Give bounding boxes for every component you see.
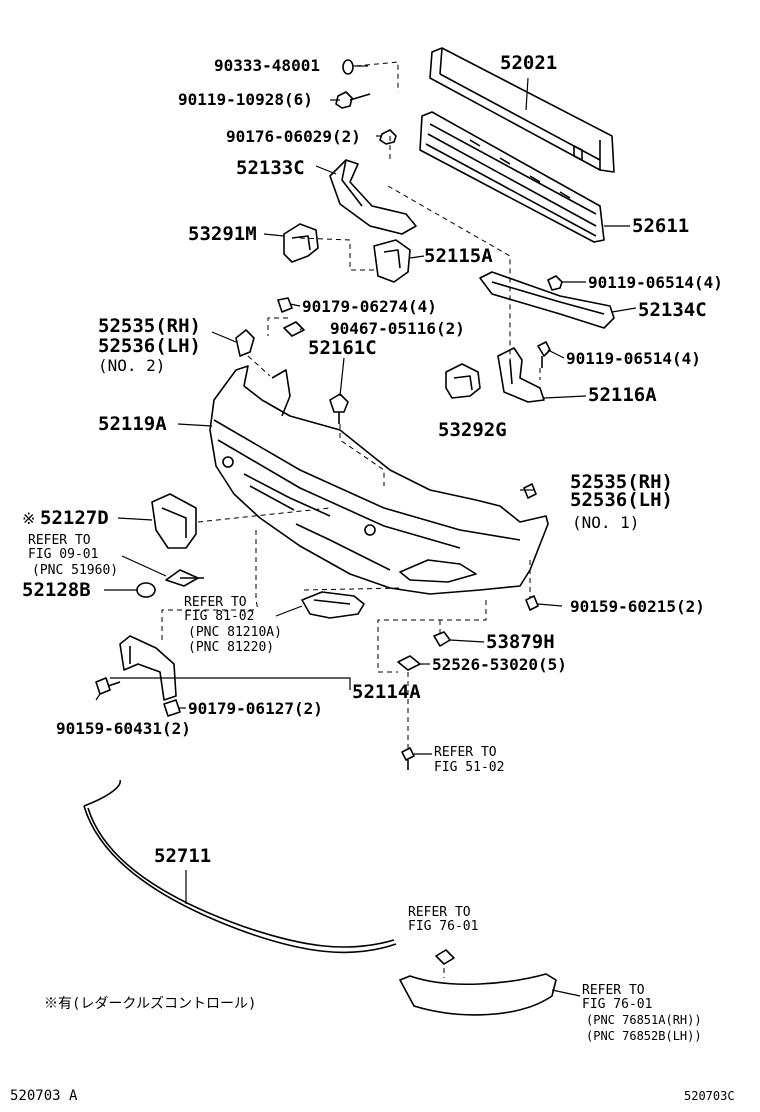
asterisk-mark: ※: [22, 509, 35, 528]
label-53879h: 53879H: [486, 631, 555, 653]
clip-52161c-icon: [329, 393, 349, 424]
label-90176-06029: 90176-06029(2): [226, 127, 361, 146]
footer-right-code: 520703C: [684, 1089, 735, 1103]
part-52711-moulding: [83, 779, 397, 954]
bracket-52535-no2-icon: [235, 329, 255, 357]
label-90467-05116: 90467-05116(2): [330, 319, 465, 338]
ref5-line4: (PNC 76852B(LH)): [586, 1029, 702, 1043]
label-90119-10928: 90119-10928(6): [178, 90, 313, 109]
bolt-90119b-icon: [547, 275, 563, 291]
part-53291m-bracket: [283, 223, 319, 263]
label-52535-rh-no2: 52535(RH): [98, 315, 201, 337]
tow-hook-icon: [165, 569, 204, 587]
label-no1: (NO. 1): [572, 513, 639, 532]
label-90159-60215: 90159-60215(2): [570, 597, 705, 616]
clip-fig76-icon: [435, 949, 455, 965]
ref4-line2: FIG 76-01: [408, 919, 478, 934]
part-52116a-retainer: [497, 347, 545, 403]
label-53292g: 53292G: [438, 419, 507, 441]
label-52133c: 52133C: [236, 157, 305, 179]
label-52161c: 52161C: [308, 337, 377, 359]
ref2-line3: (PNC 81210A): [188, 625, 282, 640]
label-no2: (NO. 2): [98, 356, 165, 375]
ref5-line1: REFER TO: [582, 983, 645, 998]
screw-90159a-icon: [525, 595, 539, 611]
label-52116a: 52116A: [588, 384, 657, 406]
bolt-90119-icon: [335, 91, 371, 109]
clip-90333-icon: [342, 59, 354, 75]
ref2-line4: (PNC 81220): [188, 640, 274, 655]
label-52119a: 52119A: [98, 413, 167, 435]
label-53291m: 53291M: [188, 223, 257, 245]
clip-52526-icon: [397, 655, 421, 671]
screw-90159b-icon: [95, 677, 121, 695]
label-90179-06127: 90179-06127(2): [188, 699, 323, 718]
label-90119-06514-b: 90119-06514(4): [566, 349, 701, 368]
label-52535-rh-no1: 52535(RH): [570, 471, 673, 493]
label-52128b: 52128B: [22, 579, 91, 601]
ref3-line1: REFER TO: [434, 745, 497, 760]
part-52114a-bracket: [119, 635, 177, 701]
label-52115a: 52115A: [424, 245, 493, 267]
part-53292g-bracket: [445, 363, 481, 399]
clip-90179a-icon: [277, 297, 293, 313]
label-52114a: 52114A: [352, 681, 421, 703]
ref2-line1: REFER TO: [184, 595, 247, 610]
label-90159-60431: 90159-60431(2): [56, 719, 191, 738]
clip-53879h-icon: [433, 631, 451, 647]
screw-fig51-icon: [401, 747, 415, 770]
part-lower-moulding: [399, 973, 557, 1016]
leader-lines: [95, 65, 637, 997]
label-52134c: 52134C: [638, 299, 707, 321]
label-90333-48001: 90333-48001: [214, 56, 320, 75]
label-90179-06274: 90179-06274(4): [302, 297, 437, 316]
part-52128b-cap: [136, 582, 156, 598]
label-52711: 52711: [154, 845, 211, 867]
ref1-line3: (PNC 51960): [32, 563, 118, 578]
label-52127d: 52127D: [40, 507, 109, 529]
label-90119-06514-a: 90119-06514(4): [588, 273, 723, 292]
clip-52535-no1-icon: [523, 483, 537, 499]
bolt-90119c-icon: [537, 341, 551, 368]
part-52021-reinforcement: [429, 47, 615, 173]
label-52611: 52611: [632, 215, 689, 237]
nut-90176-icon: [379, 129, 397, 145]
fog-lamp-icon: [301, 591, 365, 619]
ref5-line3: (PNC 76851A(RH)): [586, 1013, 702, 1027]
part-52115a-retainer: [373, 239, 411, 283]
ref2-line2: FIG 81-02: [184, 609, 254, 624]
part-52133c-bracket: [329, 159, 417, 235]
ref5-line2: FIG 76-01: [582, 997, 652, 1012]
clip-90467-icon: [283, 321, 305, 337]
label-52526-53020: 52526-53020(5): [432, 655, 567, 674]
ref4-line1: REFER TO: [408, 905, 471, 920]
ref1-line1: REFER TO: [28, 533, 91, 548]
footnote: ※有(レダークルズコントロール): [44, 996, 256, 1012]
footer-left-code: 520703 A: [10, 1088, 78, 1104]
label-52536-lh-no2: 52536(LH): [98, 335, 201, 357]
part-52134c-bracket: [479, 271, 615, 329]
label-52021: 52021: [500, 52, 557, 74]
part-52119a-bumper-cover: [209, 365, 549, 595]
label-52536-lh-no1: 52536(LH): [570, 489, 673, 511]
ref3-line2: FIG 51-02: [434, 760, 504, 775]
part-52611-absorber: [419, 111, 605, 243]
part-52127d-cover: [151, 493, 197, 549]
ref1-line2: FIG 09-01: [28, 547, 98, 562]
clip-90179b-icon: [163, 699, 181, 717]
